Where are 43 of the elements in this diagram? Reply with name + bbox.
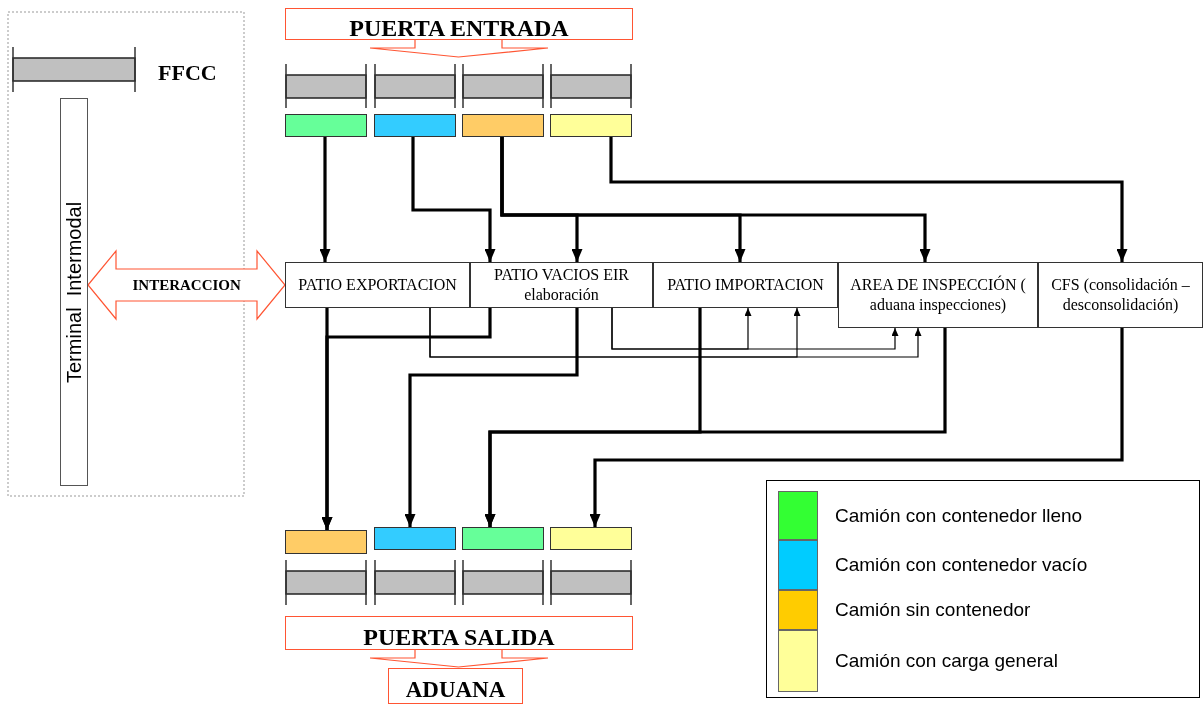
truck-box [374, 527, 456, 550]
truck-box [374, 114, 456, 137]
truck-box [462, 527, 544, 550]
truck-lane [285, 64, 367, 108]
yard-box: PATIO VACIOS EIR elaboración [470, 262, 653, 308]
truck-box [285, 114, 367, 137]
gate-box: PUERTA ENTRADA [285, 8, 633, 40]
chevron-arrow [369, 39, 549, 58]
arrow [500, 137, 931, 262]
arrow [611, 307, 752, 350]
chevron-arrow [369, 649, 549, 668]
arrow [321, 308, 492, 530]
yard-box: CFS (consolidación – desconsolidación) [1038, 262, 1203, 328]
yard-box: AREA DE INSPECCIÓN ( aduana inspecciones) [838, 262, 1038, 328]
arrow [589, 328, 1124, 527]
legend-label: Camión con contenedor lleno [835, 503, 1083, 528]
arrow [404, 308, 579, 527]
yard-box: PATIO IMPORTACION [653, 262, 838, 308]
truck-lane [462, 560, 544, 605]
truck-lane [285, 560, 367, 605]
gate-box: ADUANA [388, 668, 523, 704]
arrow [411, 137, 496, 262]
truck-lane [550, 560, 632, 605]
legend-label: Camión con contenedor vacío [835, 553, 1088, 577]
truck-lane [462, 64, 544, 108]
arrow [319, 137, 331, 262]
truck-box [550, 114, 632, 137]
gate-box: PUERTA SALIDA [285, 616, 633, 650]
truck-box [462, 114, 544, 137]
legend-label: Camión sin contenedor [835, 598, 1031, 622]
truck-box [550, 527, 632, 550]
yard-box: PATIO EXPORTACION [285, 262, 470, 308]
arrow [484, 328, 947, 527]
truck-lane [550, 64, 632, 108]
truck-lane [374, 560, 456, 605]
truck-box [285, 530, 367, 554]
terminal-box: Terminal Intermodal [60, 98, 88, 486]
legend-label: Camión con carga general [835, 649, 1058, 673]
track-caption: FFCC [158, 60, 217, 86]
arrow [429, 307, 801, 358]
truck-lane [374, 64, 456, 108]
arrow [609, 137, 1128, 262]
rail-track [12, 47, 136, 92]
